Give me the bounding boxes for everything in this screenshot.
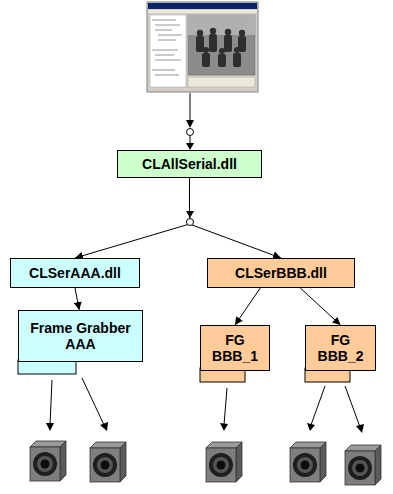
- camera-icon: [290, 442, 326, 482]
- connector-arrow: [190, 178, 282, 258]
- camera-links: [46, 378, 364, 433]
- status-bar: [188, 77, 255, 87]
- dll-box: CLSerAAA.dll: [10, 258, 140, 288]
- application-screenshot: [147, 2, 258, 92]
- tree-lines: [152, 20, 182, 75]
- box-label: CLAllSerial.dll: [142, 156, 237, 172]
- camera-icon: [30, 441, 66, 481]
- connector-arrow: [300, 288, 340, 325]
- interface-arrow: [186, 93, 194, 150]
- photo-panel: [188, 15, 255, 75]
- camera-icon: [90, 442, 126, 482]
- frame-grabber-box: FG BBB_1: [200, 325, 270, 371]
- photo-people: [196, 28, 246, 67]
- connector-arrow: [75, 178, 190, 258]
- dll-box: CLSerBBB.dll: [207, 258, 355, 288]
- title-bar: [148, 3, 257, 9]
- dll-box: CLAllSerial.dll: [117, 150, 262, 178]
- menu-bar: [148, 10, 257, 13]
- interface-socket: [187, 219, 194, 226]
- interface-socket: [187, 129, 194, 136]
- interface-arrowhead: [186, 211, 194, 218]
- box-label: CLSerBBB.dll: [235, 265, 327, 281]
- camera-icon: [345, 445, 381, 485]
- connector-arrow: [235, 288, 260, 325]
- connector-arrow: [75, 288, 79, 310]
- window-frame: [147, 2, 258, 92]
- box-label: Frame Grabber AAA: [19, 320, 142, 352]
- camera-icon: [206, 442, 242, 482]
- box-label: FG BBB_2: [306, 332, 375, 364]
- frame-grabber-box: Frame Grabber AAA: [18, 310, 143, 362]
- box-label: CLSerAAA.dll: [29, 265, 121, 281]
- card-edge-tab: [18, 360, 76, 374]
- tree-panel: [150, 15, 186, 87]
- box-label: FG BBB_1: [201, 332, 269, 364]
- frame-grabber-box: FG BBB_2: [305, 325, 376, 371]
